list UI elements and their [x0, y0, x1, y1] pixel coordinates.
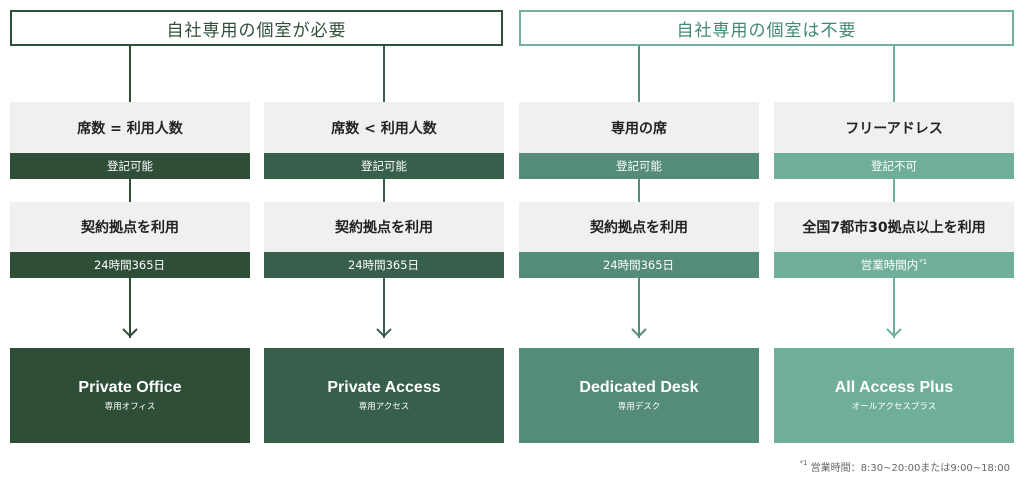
plan-name: All Access Plus	[834, 379, 954, 396]
registration-badge: 登記可能	[519, 153, 759, 179]
arrow-down-icon	[886, 328, 902, 338]
footnote-mark: *1	[799, 458, 808, 467]
plan-name-ja: 専用オフィス	[104, 402, 156, 412]
header-private-room-required: 自社専用の個室が必要	[10, 10, 503, 46]
location-usage: 契約拠点を利用	[264, 202, 504, 252]
arrow-down-icon	[376, 328, 392, 338]
arrow-down-icon	[631, 328, 647, 338]
seat-condition: フリーアドレス	[774, 102, 1014, 153]
footnote-text: 営業時間：8:30~20:00または9:00~18:00	[807, 463, 1010, 474]
location-usage: 契約拠点を利用	[10, 202, 250, 252]
registration-badge: 登記不可	[774, 153, 1014, 179]
seat-condition: 席数 = 利用人数	[10, 102, 250, 153]
location-usage: 全国7都市30拠点以上を利用	[774, 202, 1014, 252]
location-usage: 契約拠点を利用	[519, 202, 759, 252]
registration-badge: 登記可能	[10, 153, 250, 179]
hours-badge: 24時間365日	[264, 252, 504, 278]
plan-name: Private Office	[78, 379, 182, 396]
plan-box: Dedicated Desk 専用デスク	[519, 348, 759, 443]
registration-badge: 登記可能	[264, 153, 504, 179]
plan-name-ja: 専用アクセス	[358, 402, 410, 412]
hours-footnote-mark: *1	[919, 258, 928, 266]
header-label: 自社専用の個室は不要	[676, 20, 857, 41]
seat-condition: 専用の席	[519, 102, 759, 153]
plan-name-ja: 専用デスク	[617, 402, 661, 412]
connector-line	[638, 46, 640, 102]
plan-name: Private Access	[327, 379, 441, 396]
footnote: *1 営業時間：8:30~20:00または9:00~18:00	[800, 459, 1010, 474]
connector-line	[129, 46, 131, 102]
connector-line	[893, 178, 895, 202]
connector-line	[638, 278, 640, 338]
connector-line	[893, 278, 895, 338]
seat-condition: 席数 < 利用人数	[264, 102, 504, 153]
connector-line	[638, 178, 640, 202]
connector-line	[893, 46, 895, 102]
header-label: 自社専用の個室が必要	[166, 20, 347, 41]
hours-badge: 24時間365日	[519, 252, 759, 278]
plan-box: All Access Plus オールアクセスプラス	[774, 348, 1014, 443]
plan-name-ja: オールアクセスプラス	[851, 402, 937, 412]
connector-line	[129, 278, 131, 338]
connector-line	[383, 278, 385, 338]
plan-name: Dedicated Desk	[579, 379, 699, 396]
plan-box: Private Office 専用オフィス	[10, 348, 250, 443]
hours-badge: 24時間365日	[10, 252, 250, 278]
hours-badge: 営業時間内*1	[774, 252, 1014, 278]
connector-line	[383, 46, 385, 102]
header-private-room-not-required: 自社専用の個室は不要	[519, 10, 1014, 46]
plan-box: Private Access 専用アクセス	[264, 348, 504, 443]
connector-line	[383, 178, 385, 202]
connector-line	[129, 178, 131, 202]
arrow-down-icon	[122, 328, 138, 338]
